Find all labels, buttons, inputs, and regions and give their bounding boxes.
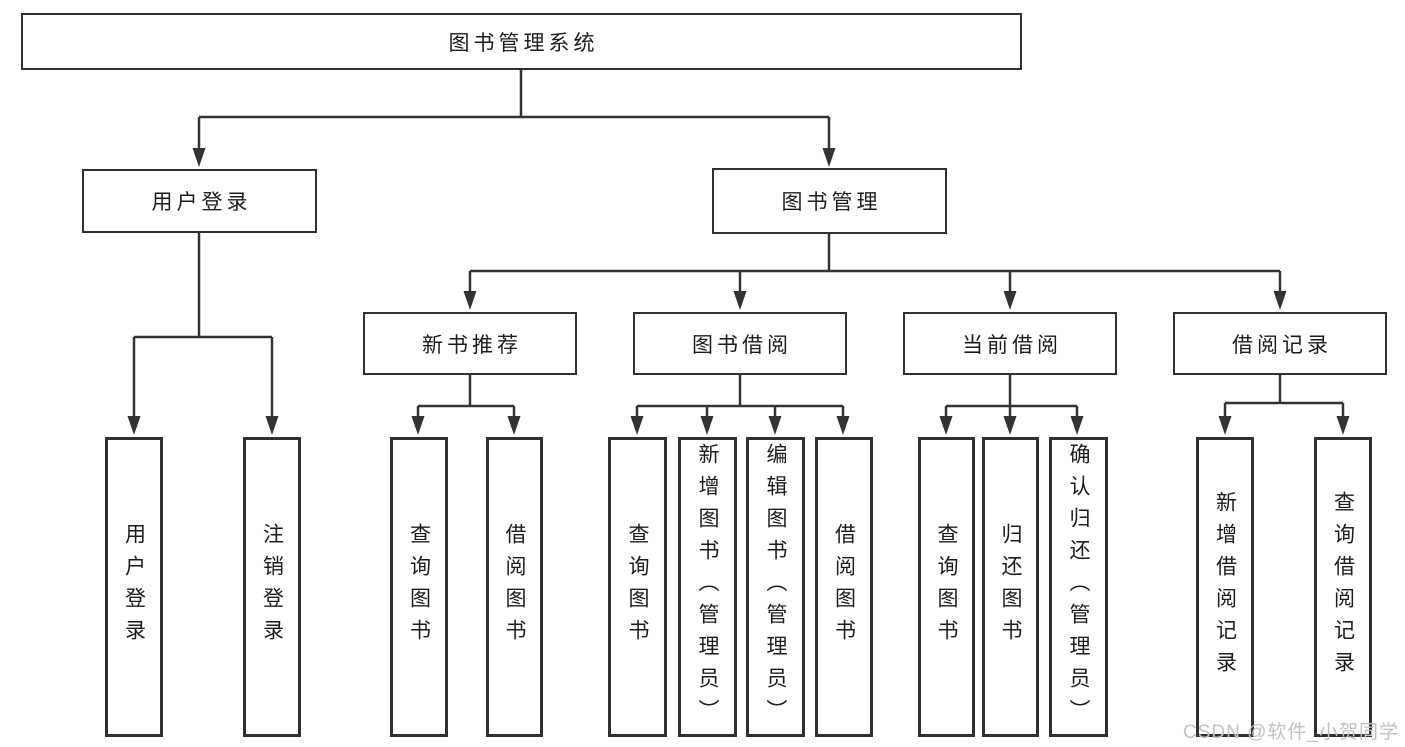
leaf-add-borrow-record: 新增借阅记录	[1196, 437, 1254, 737]
arrow-down-icon	[1070, 416, 1084, 435]
arrow-down-icon	[1218, 416, 1232, 435]
arrow-down-icon	[507, 416, 521, 435]
arrow-down-icon	[127, 416, 141, 435]
arrow-down-icon	[700, 416, 714, 435]
node-user-login: 用户登录	[82, 169, 317, 233]
arrow-down-icon	[265, 416, 279, 435]
arrow-down-icon	[822, 148, 836, 167]
leaf-borrowing-borrow-books: 借阅图书	[815, 437, 873, 737]
leaf-return-book: 归还图书	[982, 437, 1039, 737]
leaf-user-login: 用户登录	[105, 437, 163, 737]
arrow-down-icon	[1003, 416, 1017, 435]
node-borrowing-records: 借阅记录	[1173, 312, 1387, 375]
leaf-recommend-borrow-books: 借阅图书	[486, 437, 543, 737]
tree-connector-path	[132, 70, 1345, 431]
leaf-confirm-return-admin: 确认归还（管理员）	[1049, 437, 1108, 737]
csdn-watermark: CSDN @软件_小贺同学	[1183, 722, 1399, 743]
node-current-borrowing: 当前借阅	[903, 312, 1117, 375]
node-book-management: 图书管理	[712, 168, 947, 234]
arrow-down-icon	[1273, 291, 1287, 310]
arrow-down-icon	[463, 291, 477, 310]
leaf-recommend-query-books: 查询图书	[390, 437, 448, 737]
leaf-add-book-admin: 新增图书（管理员）	[678, 437, 737, 737]
arrow-down-icon	[768, 416, 782, 435]
leaf-logout: 注销登录	[243, 437, 301, 737]
node-library-management-system: 图书管理系统	[21, 13, 1022, 70]
leaf-borrowing-query-books: 查询图书	[608, 437, 667, 737]
arrow-down-icon	[1003, 291, 1017, 310]
arrowheads	[127, 148, 1350, 435]
leaf-edit-book-admin: 编辑图书（管理员）	[746, 437, 805, 737]
arrow-down-icon	[192, 148, 206, 167]
arrow-down-icon	[1336, 416, 1350, 435]
leaf-query-borrow-record: 查询借阅记录	[1314, 437, 1372, 737]
arrow-down-icon	[836, 416, 850, 435]
node-book-borrowing: 图书借阅	[633, 312, 847, 375]
arrow-down-icon	[630, 416, 644, 435]
arrow-down-icon	[939, 416, 953, 435]
arrow-down-icon	[733, 291, 747, 310]
arrow-down-icon	[411, 416, 425, 435]
leaf-current-query-books: 查询图书	[918, 437, 975, 737]
node-new-book-recommend: 新书推荐	[363, 312, 577, 375]
